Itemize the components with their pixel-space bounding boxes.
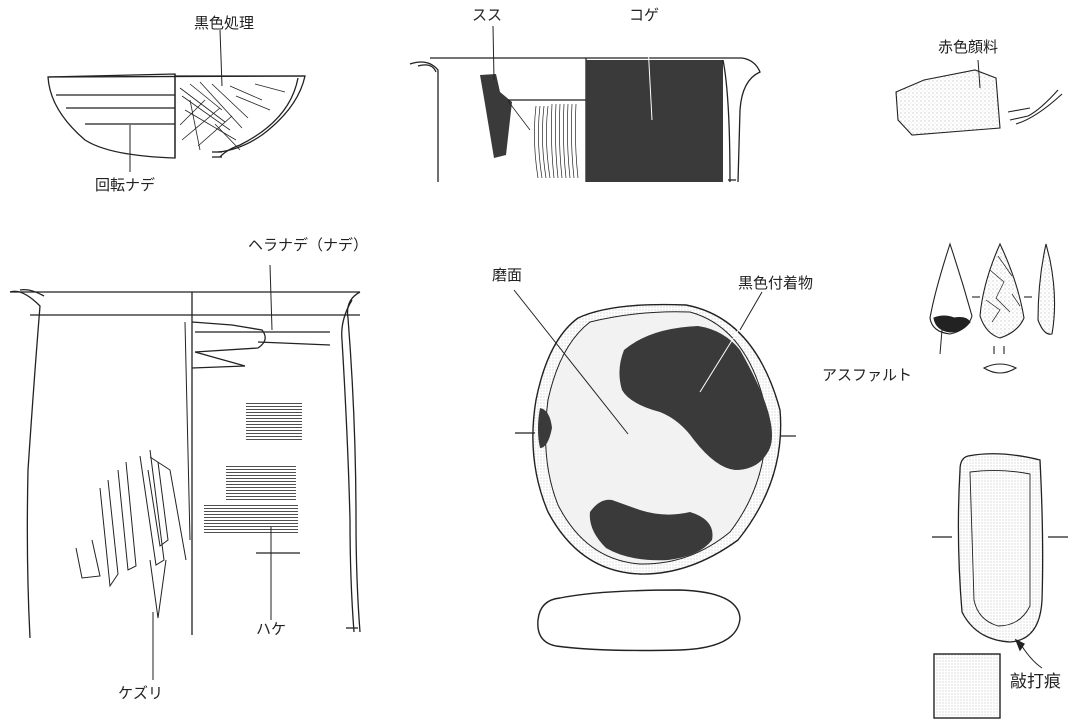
label-soot: スス — [472, 6, 503, 24]
label-polished-face: 磨面 — [492, 266, 523, 284]
legend-stipple — [933, 653, 1001, 719]
label-red-pigment: 赤色顔料 — [938, 38, 999, 56]
label-black-treatment: 黒色処理 — [194, 14, 255, 32]
label-scraping: ケズリ — [118, 684, 164, 702]
label-pecking-marks: 敲打痕 — [1010, 672, 1061, 692]
label-asphalt: アスファルト — [822, 366, 913, 384]
grinding-stone — [513, 289, 796, 652]
label-brush-marks: ハケ — [256, 620, 287, 638]
label-rotary-smoothing: 回転ナデ — [95, 176, 156, 194]
large-jar — [9, 264, 361, 680]
hammer-stone — [932, 453, 1068, 669]
cooking-pot-top — [409, 25, 761, 183]
pigment-shard — [895, 59, 1063, 136]
label-black-deposit: 黒色付着物 — [738, 274, 814, 292]
label-spatula-smoothing: ヘラナデ（ナデ） — [248, 236, 369, 254]
bowl-drawing — [47, 29, 306, 172]
label-scorch: コゲ — [629, 6, 660, 24]
stone-points — [929, 242, 1056, 374]
